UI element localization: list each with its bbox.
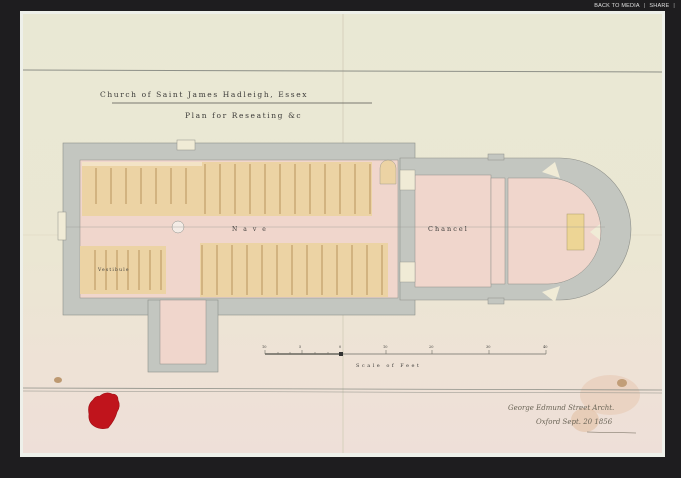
scale-tick: 30	[486, 345, 490, 349]
signature-line-1: George Edmund Street Archt.	[508, 404, 614, 412]
nav-separator: |	[673, 2, 675, 9]
scale-tick: 5	[299, 345, 301, 349]
label-nave: Nave	[232, 226, 272, 233]
pews-south-east	[200, 243, 388, 297]
pews-north	[82, 162, 372, 216]
nav-separator: |	[643, 2, 646, 9]
scale-caption: Scale of Feet	[356, 363, 421, 369]
media-image-frame: Church of Saint James Hadleigh, Essex Pl…	[20, 11, 665, 457]
label-chancel: Chancel	[428, 225, 469, 233]
drawing-title: Church of Saint James Hadleigh, Essex Pl…	[100, 90, 372, 120]
pew-dividers	[94, 164, 383, 295]
share-link[interactable]: SHARE	[649, 2, 670, 9]
scale-tick: 20	[429, 345, 433, 349]
architectural-drawing: Church of Saint James Hadleigh, Essex Pl…	[23, 14, 662, 453]
scale-tick: 40	[543, 345, 547, 349]
title-line-2: Plan for Reseating &c	[185, 111, 302, 120]
title-line-1: Church of Saint James Hadleigh, Essex	[100, 90, 308, 99]
church-plan-drawing: Church of Saint James Hadleigh, Essex Pl…	[23, 14, 662, 453]
wax-seal	[88, 392, 120, 429]
back-to-media-link[interactable]: BACK TO MEDIA	[594, 2, 640, 9]
architect-signature: George Edmund Street Archt. Oxford Sept.…	[508, 404, 637, 434]
scale-bar: 10 5 0 10 20 30 40 Scale of Feet	[262, 345, 547, 369]
scale-tick: 10	[383, 345, 387, 349]
label-vestibule: Vestibule	[97, 267, 130, 273]
pews-vestibule	[80, 246, 166, 294]
top-navigation: BACK TO MEDIA | SHARE |	[594, 0, 675, 11]
scale-tick: 0	[339, 345, 341, 349]
signature-line-2: Oxford Sept. 20 1856	[536, 418, 613, 426]
scale-tick: 10	[262, 345, 266, 349]
